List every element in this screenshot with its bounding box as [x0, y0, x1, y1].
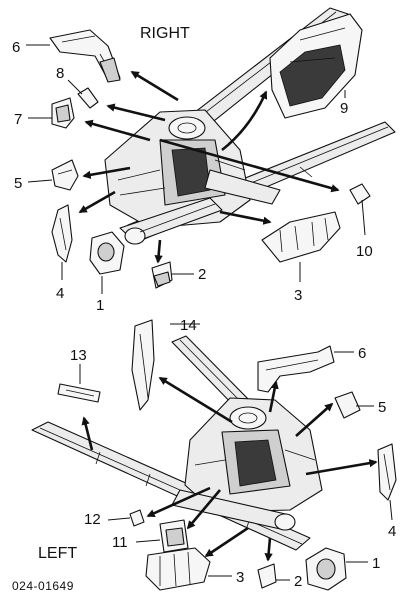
crossmember-top [119, 197, 223, 245]
leader-12-bottom [107, 517, 131, 521]
callout-13-bottom: 13 [70, 347, 87, 364]
callout-1-bottom: 1 [372, 555, 380, 572]
arrow-to-part-6-bottom [268, 380, 279, 413]
arrow-to-part-14-bottom [158, 376, 233, 424]
right-view: RIGHT [12, 7, 396, 314]
part-2-clip-bottom [257, 563, 277, 589]
callout-2-bottom: 2 [294, 573, 302, 590]
arrow-to-part-13-bottom [81, 416, 94, 451]
callout-5-top: 5 [14, 175, 22, 192]
left-view: LEFT 024-01649 [12, 317, 397, 593]
right-view-label: RIGHT [140, 25, 190, 42]
part-5-bracket-top [51, 159, 79, 191]
callout-3-top: 3 [294, 287, 302, 304]
callout-3-bottom: 3 [236, 569, 244, 586]
callout-9-top: 9 [340, 100, 348, 117]
part-14-bracket-bottom [131, 319, 155, 411]
part-5-bracket-bottom [334, 391, 361, 419]
arrow-to-part-2-top [154, 239, 163, 264]
part-11-bracket-bottom [159, 519, 189, 553]
arrow-to-part-10-top [159, 138, 340, 193]
leader-11-bottom [135, 539, 161, 543]
callout-6-bottom: 6 [358, 345, 366, 362]
callout-11-bottom: 11 [112, 534, 128, 551]
leader-5-top [27, 179, 53, 183]
part-7-bracket-top [51, 97, 75, 129]
leader-4-bottom [389, 499, 393, 521]
callout-8-top: 8 [56, 65, 64, 82]
arrow-to-part-5-top [82, 166, 131, 179]
part-3-panel-top [261, 211, 341, 263]
arrow-to-part-11-bottom [186, 489, 221, 530]
arrow-to-part-4-bottom [305, 459, 378, 476]
part-3-panel-bottom [145, 547, 211, 591]
callout-10-top: 10 [356, 243, 373, 260]
part-10-clip-top [349, 183, 371, 236]
callout-4-bottom: 4 [388, 523, 396, 540]
arrow-to-part-7-top [84, 119, 151, 142]
part-13-bracket-bottom [57, 383, 101, 403]
callout-4-top: 4 [56, 285, 64, 302]
part-4-bracket-bottom [377, 443, 397, 501]
part-12-clip-bottom [129, 509, 145, 527]
arrow-to-part-6-top [130, 70, 179, 102]
callout-2-top: 2 [198, 266, 206, 283]
callout-14-bottom: 14 [180, 317, 197, 334]
callout-1-top: 1 [96, 297, 104, 314]
left-view-label: LEFT [38, 545, 77, 562]
arrow-to-part-2-bottom [264, 537, 273, 562]
arrow-to-part-3-top [219, 210, 272, 225]
part-6-bracket-top [49, 29, 121, 83]
callout-6-top: 6 [12, 39, 20, 56]
part-9-panel-top [269, 13, 363, 119]
arrow-to-part-9-top [221, 90, 268, 152]
callout-7-top: 7 [14, 111, 22, 128]
part-1-mount-bottom [305, 547, 347, 591]
part-6-bracket-bottom [257, 345, 335, 393]
arrow-to-part-3-bottom [204, 526, 249, 558]
part-2-clip-top [151, 261, 173, 289]
arrow-to-part-5-bottom [295, 402, 334, 437]
arrow-to-part-8-top [106, 103, 166, 122]
part-4-bracket-top [51, 204, 73, 263]
callout-5-bottom: 5 [378, 399, 386, 416]
strut-tower-assembly-top [104, 109, 281, 229]
arrow-to-part-4-top [78, 190, 116, 214]
crossmember-bottom [171, 489, 296, 531]
figure-code: 024-01649 [12, 579, 74, 593]
callout-12-bottom: 12 [84, 511, 101, 528]
part-1-mount-top [89, 231, 125, 275]
leader-8-top [67, 79, 83, 95]
strut-tower-assembly-bottom [184, 397, 323, 513]
part-8-clip-top [77, 87, 99, 109]
arrow-to-part-12-bottom [146, 486, 211, 518]
